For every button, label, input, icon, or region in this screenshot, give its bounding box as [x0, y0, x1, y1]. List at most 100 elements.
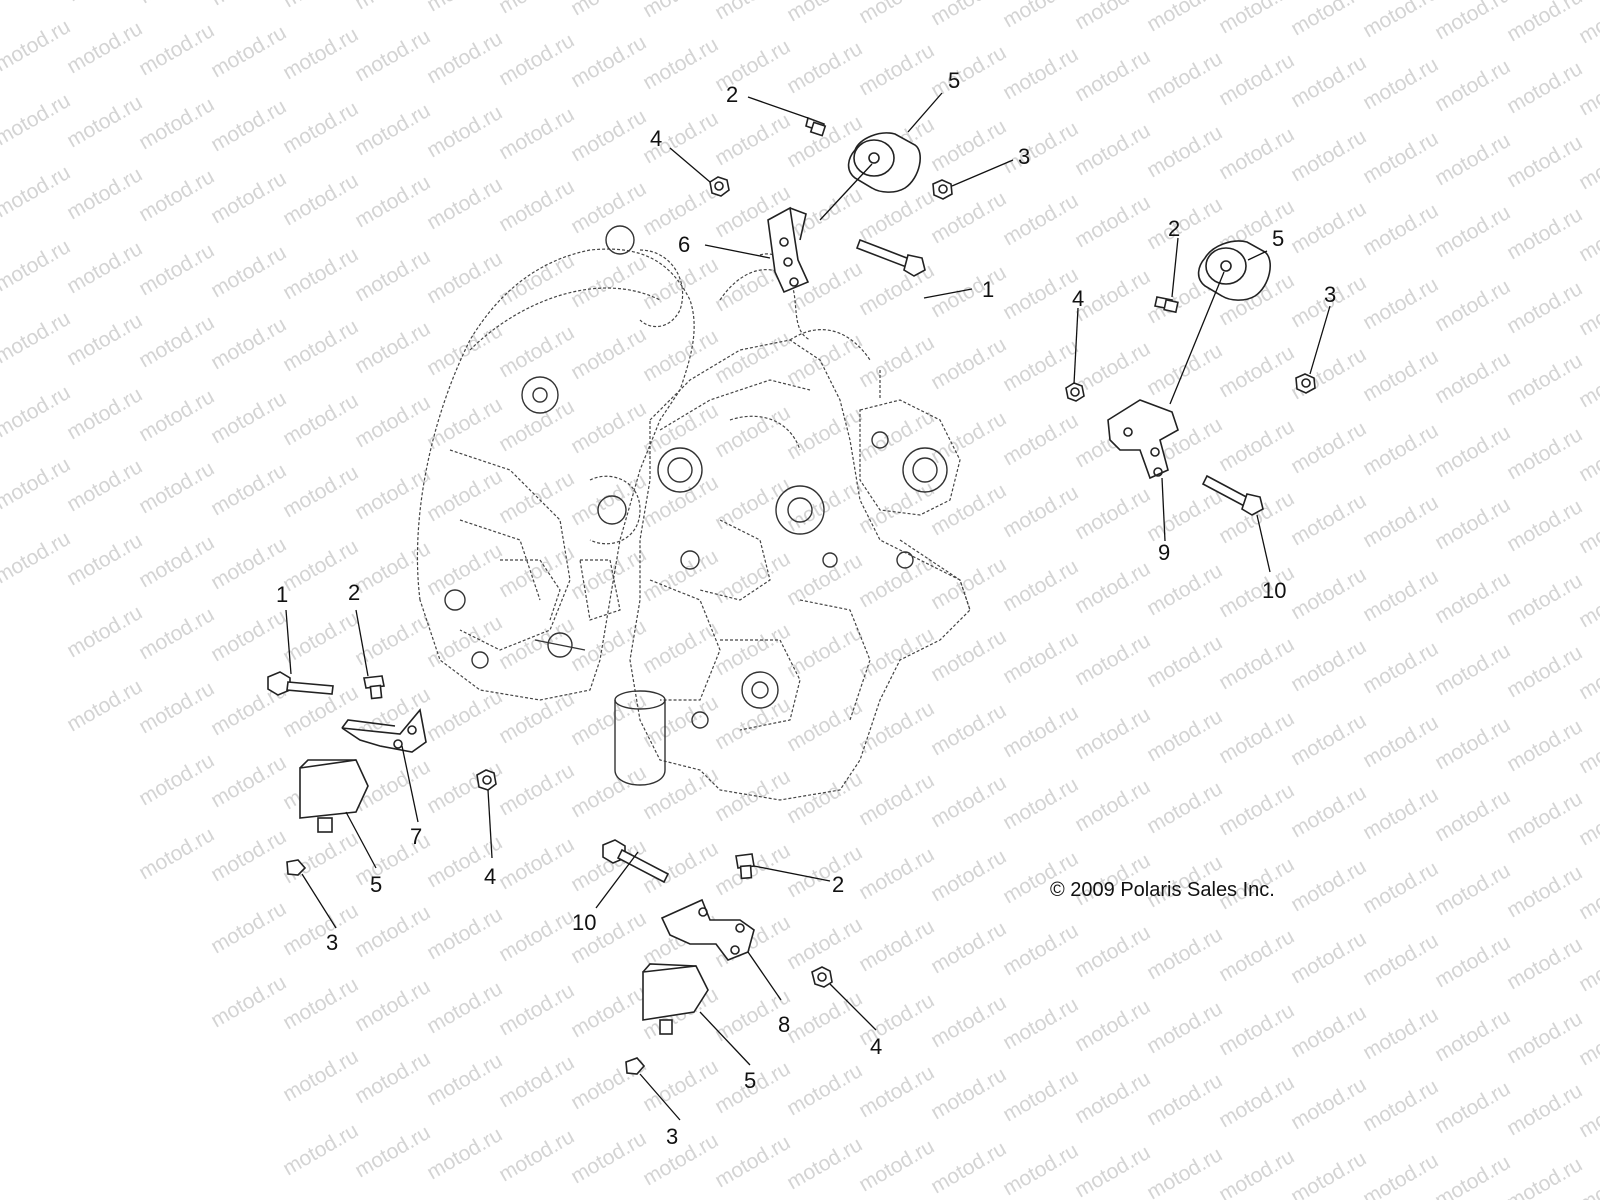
watermark-text: motod.ru — [279, 827, 362, 888]
watermark-text: motod.ru — [135, 19, 218, 80]
watermark-text: motod.ru — [927, 699, 1010, 760]
watermark-text: motod.ru — [1431, 785, 1514, 846]
watermark-text: motod.ru — [999, 189, 1082, 250]
callout-3: 3 — [1018, 144, 1030, 169]
watermark-text: motod.ru — [855, 769, 938, 830]
watermark-text: motod.ru — [1359, 419, 1442, 480]
watermark-text: motod.ru — [423, 319, 506, 380]
watermark-text: motod.ru — [423, 0, 506, 16]
watermark-text: motod.ru — [1143, 1069, 1226, 1130]
watermark-text: motod.ru — [279, 899, 362, 960]
callout-7: 7 — [410, 824, 422, 849]
watermark-text: motod.ru — [1431, 347, 1514, 408]
part-nut-4-left — [476, 769, 497, 791]
callout-2: 2 — [1168, 216, 1180, 241]
watermark-text: motod.ru — [0, 381, 74, 442]
callout-2: 2 — [832, 872, 844, 897]
watermark-text: motod.ru — [1215, 49, 1298, 110]
watermark-text: motod.ru — [135, 93, 218, 154]
watermark-text: motod.ru — [1071, 921, 1154, 982]
callout-8: 8 — [778, 1012, 790, 1037]
watermark-text: motod.ru — [1503, 1007, 1586, 1068]
leader-lines — [285, 92, 1331, 1121]
watermark-text: motod.ru — [1503, 277, 1586, 338]
watermark-text: motod.ru — [1503, 641, 1586, 702]
watermark-text: motod.ru — [1287, 855, 1370, 916]
watermark-text: motod.ru — [1287, 51, 1370, 112]
watermark-text: motod.ru — [1359, 637, 1442, 698]
watermark-text: motod.ru — [495, 321, 578, 382]
watermark-text: motod.ru — [1431, 567, 1514, 628]
part-bracket-9 — [1107, 399, 1179, 480]
watermark-text: motod.ru — [855, 1061, 938, 1122]
watermark-text: motod.ru — [927, 1137, 1010, 1198]
callout-4: 4 — [1072, 286, 1084, 311]
watermark-text: motod.ru — [207, 825, 290, 886]
watermark-text: motod.ru — [1287, 125, 1370, 186]
watermark-text: motod.ru — [1503, 495, 1586, 556]
watermark-text: motod.ru — [783, 183, 866, 244]
watermark-text: motod.ru — [1143, 193, 1226, 254]
watermark-text: motod.ru — [567, 177, 650, 238]
watermark-text: motod.ru — [783, 695, 866, 756]
watermark-text: motod.ru — [1143, 1143, 1226, 1200]
watermark-text: motod.ru — [1287, 197, 1370, 258]
callout-labels: 1 1 2 2 2 2 3 3 3 3 4 4 4 4 5 5 5 5 6 7 … — [276, 68, 1336, 1149]
watermark-text: motod.ru — [351, 99, 434, 160]
watermark-text: motod.ru — [495, 395, 578, 456]
watermark-text: motod.ru — [567, 689, 650, 750]
watermark-text: motod.ru — [279, 1045, 362, 1106]
watermark-text: motod.ru — [927, 407, 1010, 468]
watermark-text: motod.ru — [855, 989, 938, 1050]
watermark-text: motod.ru — [1431, 639, 1514, 700]
watermark-text: motod.ru — [1287, 709, 1370, 770]
watermark-text: motod.ru — [639, 253, 722, 314]
watermark-text: motod.ru — [63, 601, 146, 662]
callout-5: 5 — [370, 872, 382, 897]
watermark-text: motod.ru — [927, 1063, 1010, 1124]
watermark-text: motod.ru — [639, 617, 722, 678]
watermark-text: motod.ru — [567, 31, 650, 92]
watermark-text: motod.ru — [279, 97, 362, 158]
watermark-text: motod.ru — [1215, 1145, 1298, 1200]
watermark-text: motod.ru — [135, 0, 218, 8]
watermark-text: motod.ru — [1359, 1003, 1442, 1064]
watermark-text: motod.ru — [711, 35, 794, 96]
watermark-text: motod.ru — [999, 43, 1082, 104]
watermark-text: motod.ru — [1071, 45, 1154, 106]
watermark-text: motod.ru — [495, 687, 578, 748]
watermark-text: motod.ru — [351, 1121, 434, 1182]
watermark-text: motod.ru — [1143, 705, 1226, 766]
watermark-text: motod.ru — [351, 901, 434, 962]
watermark-text: motod.ru — [999, 1065, 1082, 1126]
watermark-text: motod.ru — [351, 975, 434, 1036]
watermark-text: motod.ru — [423, 977, 506, 1038]
engine-assembly — [416, 225, 971, 801]
part-bolt-2-right — [1154, 296, 1179, 314]
watermark-text: motod.ru — [279, 1119, 362, 1180]
watermark-text: motod.ru — [1071, 557, 1154, 618]
part-nut-3-bottom — [625, 1057, 646, 1075]
watermark-text: motod.ru — [567, 0, 650, 20]
watermark-text: motod.ru — [639, 0, 722, 22]
watermark-text: motod.ru — [999, 627, 1082, 688]
watermark-text: motod.ru — [423, 1049, 506, 1110]
watermark-text: motod.ru — [135, 749, 218, 810]
watermark-text: motod.ru — [135, 165, 218, 226]
watermark-text: motod.ru — [711, 619, 794, 680]
watermark-text: motod.ru — [423, 685, 506, 746]
watermark-text: motod.ru — [495, 249, 578, 310]
watermark-text: motod.ru — [783, 913, 866, 974]
watermark-text: motod.ru — [279, 315, 362, 376]
watermark-text: motod.ru — [567, 981, 650, 1042]
watermark-text: motod.ru — [1287, 417, 1370, 478]
watermark-text: motod.ru — [207, 897, 290, 958]
part-bolt-2-top — [805, 116, 827, 137]
watermark-text: motod.ru — [279, 0, 362, 12]
watermark-text: motod.ru — [351, 609, 434, 670]
watermark-text: motod.ru — [1215, 123, 1298, 184]
watermark-text: motod.ru — [1431, 201, 1514, 262]
watermark-text: motod.ru — [711, 327, 794, 388]
watermark-text: motod.ru — [279, 23, 362, 84]
